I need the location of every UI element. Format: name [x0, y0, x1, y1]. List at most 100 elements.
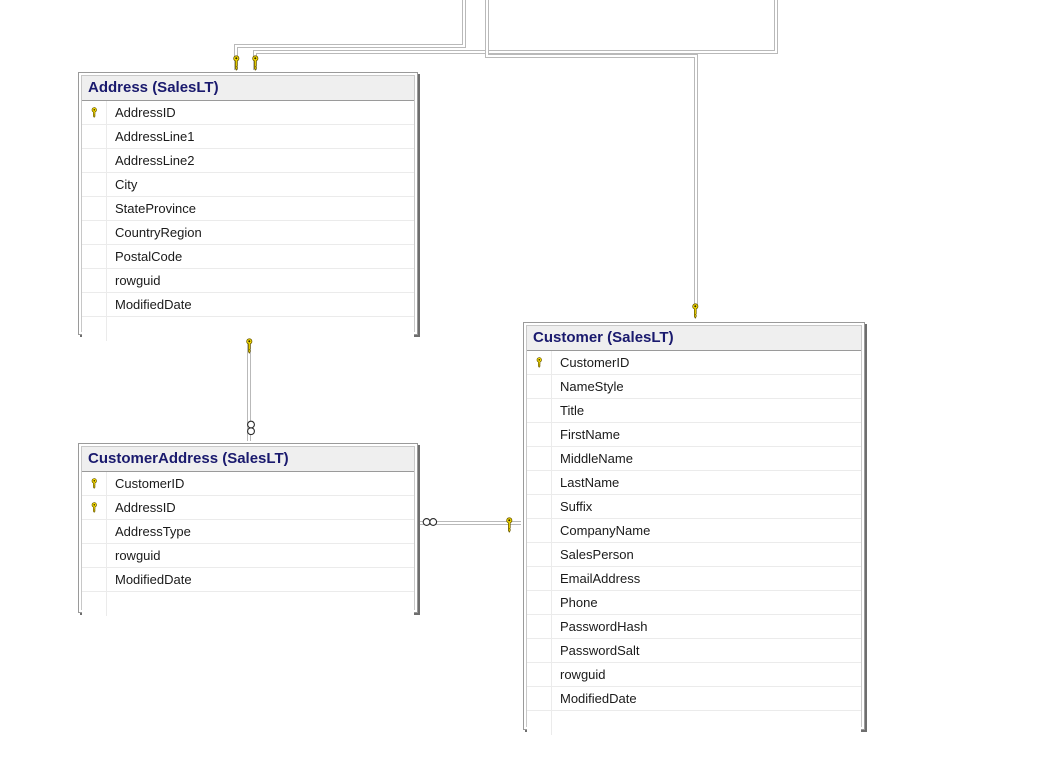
field-name: NameStyle [560, 379, 624, 394]
relationship-line-address-offscreen-top-right[interactable] [254, 0, 777, 70]
field-row[interactable]: Title [527, 399, 861, 423]
relationship-key-icon [250, 55, 261, 71]
field-name: ModifiedDate [115, 297, 192, 312]
primary-key-icon [82, 101, 107, 124]
primary-key-icon [82, 472, 107, 495]
field-name: EmailAddress [560, 571, 641, 586]
entity-title[interactable]: Customer (SalesLT) [527, 326, 861, 351]
relationship-key-icon [690, 303, 701, 319]
field-gutter [82, 317, 107, 341]
field-row[interactable]: LastName [527, 471, 861, 495]
primary-key-icon [527, 351, 552, 374]
field-gutter [527, 615, 552, 638]
field-row[interactable]: ModifiedDate [527, 687, 861, 711]
field-name: CustomerID [115, 476, 185, 491]
field-row[interactable]: MiddleName [527, 447, 861, 471]
relationship-key-icon [231, 55, 242, 71]
field-name: FirstName [560, 427, 620, 442]
field-row[interactable]: PasswordHash [527, 615, 861, 639]
field-gutter [527, 471, 552, 494]
empty-field-row[interactable] [527, 711, 861, 735]
field-gutter [82, 592, 107, 616]
field-name: rowguid [115, 548, 161, 563]
field-row[interactable]: StateProvince [82, 197, 414, 221]
field-gutter [82, 245, 107, 268]
field-name: City [115, 177, 138, 192]
relationship-many-icon [246, 420, 256, 436]
field-row[interactable]: AddressLine2 [82, 149, 414, 173]
field-name: CustomerID [560, 355, 630, 370]
field-gutter [527, 495, 552, 518]
field-name: Suffix [560, 499, 593, 514]
field-gutter [82, 125, 107, 148]
field-row[interactable]: rowguid [527, 663, 861, 687]
field-row[interactable]: AddressLine1 [82, 125, 414, 149]
field-row[interactable]: FirstName [527, 423, 861, 447]
field-name: AddressLine1 [115, 129, 195, 144]
field-row[interactable]: SalesPerson [527, 543, 861, 567]
field-row[interactable]: AddressType [82, 520, 414, 544]
relationship-line-outline [234, 0, 466, 70]
field-row[interactable]: CustomerID [527, 351, 861, 375]
field-gutter [527, 567, 552, 590]
field-row[interactable]: Phone [527, 591, 861, 615]
entity-title[interactable]: Address (SalesLT) [82, 76, 414, 101]
field-name: MiddleName [560, 451, 633, 466]
field-gutter [82, 568, 107, 591]
field-row[interactable]: Suffix [527, 495, 861, 519]
field-gutter [527, 519, 552, 542]
field-name: Phone [560, 595, 598, 610]
field-row[interactable]: NameStyle [527, 375, 861, 399]
field-name: SalesPerson [560, 547, 634, 562]
field-name: Title [560, 403, 585, 418]
field-name: ModifiedDate [115, 572, 192, 587]
field-row[interactable]: CustomerID [82, 472, 414, 496]
field-row[interactable]: AddressID [82, 496, 414, 520]
entity-table-customeraddress[interactable]: CustomerAddress (SalesLT) CustomerID Addre… [78, 443, 418, 616]
field-gutter [527, 639, 552, 662]
field-name: AddressType [115, 524, 191, 539]
field-name: CompanyName [560, 523, 651, 538]
field-row[interactable]: CountryRegion [82, 221, 414, 245]
empty-field-row[interactable] [82, 317, 414, 341]
relationship-key-icon [504, 517, 515, 533]
field-name: AddressLine2 [115, 153, 195, 168]
field-gutter [82, 173, 107, 196]
field-row[interactable]: ModifiedDate [82, 568, 414, 592]
field-row[interactable]: ModifiedDate [82, 293, 414, 317]
primary-key-icon [82, 496, 107, 519]
field-gutter [82, 544, 107, 567]
field-row[interactable]: PasswordSalt [527, 639, 861, 663]
field-gutter [82, 149, 107, 172]
field-name: PasswordSalt [560, 643, 640, 658]
field-gutter [527, 447, 552, 470]
field-row[interactable]: PostalCode [82, 245, 414, 269]
relationship-line-outline [253, 0, 778, 70]
field-name: StateProvince [115, 201, 196, 216]
field-row[interactable]: EmailAddress [527, 567, 861, 591]
field-row[interactable]: rowguid [82, 269, 414, 293]
entity-title[interactable]: CustomerAddress (SalesLT) [82, 447, 414, 472]
field-row[interactable]: City [82, 173, 414, 197]
empty-field-row[interactable] [82, 592, 414, 616]
field-gutter [527, 399, 552, 422]
field-name: ModifiedDate [560, 691, 637, 706]
field-gutter [82, 520, 107, 543]
relationship-line-address-offscreen-top-left[interactable] [235, 0, 465, 70]
field-gutter [82, 269, 107, 292]
field-row[interactable]: AddressID [82, 101, 414, 125]
field-name: PostalCode [115, 249, 183, 264]
field-gutter [82, 293, 107, 316]
field-row[interactable]: rowguid [82, 544, 414, 568]
field-gutter [527, 543, 552, 566]
field-row[interactable]: CompanyName [527, 519, 861, 543]
relationship-line-customer-offscreen-top[interactable] [486, 0, 697, 308]
field-name: AddressID [115, 105, 176, 120]
